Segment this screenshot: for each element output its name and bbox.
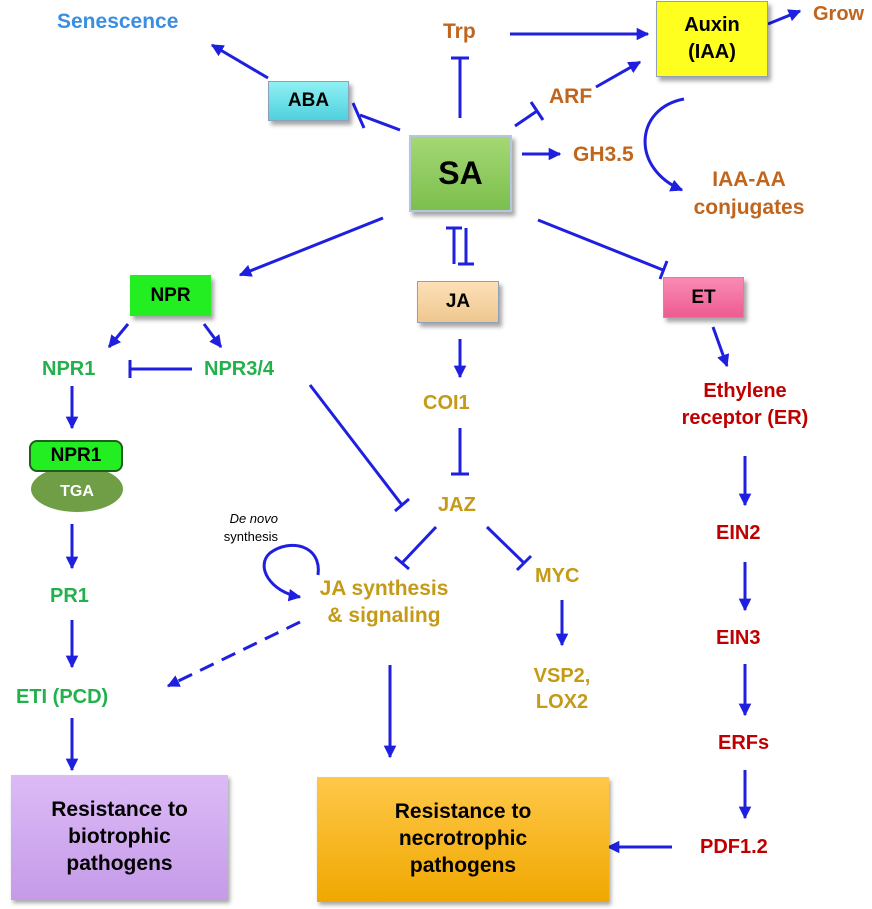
aba-label: ABA xyxy=(287,90,330,111)
npr-box: NPR xyxy=(130,275,211,316)
tga-label: TGA xyxy=(60,483,94,500)
edge-sa-et-inhibit xyxy=(537,218,669,280)
de-novo-line2: synthesis xyxy=(223,528,278,544)
erfs-label: ERFs xyxy=(718,732,770,754)
npr-label: NPR xyxy=(150,284,191,306)
edge-de-novo-loop xyxy=(262,543,320,602)
biotrophic-line1: Resistance to xyxy=(51,798,188,822)
edge-npr34-npr1-inhibit xyxy=(128,360,192,378)
npr1-complex-box: NPR1 xyxy=(29,440,123,472)
growth-label: Grow xyxy=(813,3,865,25)
edge-sa-arf-inhibit xyxy=(514,101,545,128)
iaa-aa-line1: IAA-AA xyxy=(712,168,786,191)
auxin-box: Auxin (IAA) xyxy=(656,1,768,77)
myc-label: MYC xyxy=(535,565,580,587)
edge-sa-npr xyxy=(238,216,384,277)
edge-arf-auxin xyxy=(595,60,642,89)
iaa-aa-line2: conjugates xyxy=(693,195,805,219)
tga-ellipse: TGA xyxy=(31,466,123,512)
sa-label: SA xyxy=(438,155,483,191)
necrotrophic-line1: Resistance to xyxy=(394,800,532,824)
edge-sa-aba-inhibit xyxy=(351,102,401,132)
edge-jaz-jasynth-inhibit xyxy=(394,525,438,571)
et-label: ET xyxy=(691,286,716,308)
edge-aba-senescence xyxy=(210,43,269,80)
edge-npr-npr34 xyxy=(202,323,223,349)
et-box: ET xyxy=(663,277,744,318)
edge-sa-ja-inhibit xyxy=(446,226,462,264)
aba-box: ABA xyxy=(268,81,349,121)
biotrophic-line2: biotrophic xyxy=(68,825,171,849)
vsp2-lox2-label: VSP2, LOX2 xyxy=(517,663,607,715)
edge-sa-trp-inhibit xyxy=(451,56,469,118)
auxin-label-line1: Auxin xyxy=(684,14,740,36)
ja-synthesis-line1: JA synthesis xyxy=(319,577,449,600)
edge-auxin-growth xyxy=(767,9,802,26)
necrotrophic-line3: pathogens xyxy=(409,853,517,877)
ethylene-receptor-label: Ethylene receptor (ER) xyxy=(665,378,825,432)
edge-et-ethylene-receptor xyxy=(711,326,730,368)
ethylene-receptor-line1: Ethylene xyxy=(703,380,787,402)
ja-box: JA xyxy=(417,281,499,323)
eti-label: ETI (PCD) xyxy=(16,686,109,708)
vsp2-line1: VSP2, xyxy=(533,665,591,687)
edge-ja-sa-inhibit xyxy=(458,228,474,266)
ja-label: JA xyxy=(445,291,471,312)
edge-coi1-jaz-inhibit xyxy=(451,428,469,476)
de-novo-label: De novo synthesis xyxy=(188,510,278,545)
npr1-label: NPR1 xyxy=(42,358,96,380)
necrotrophic-line2: necrotrophic xyxy=(398,827,528,851)
edge-auxin-conjugates xyxy=(643,97,685,192)
edge-jaz-myc-inhibit xyxy=(485,525,533,572)
senescence-label: Senescence xyxy=(57,10,179,33)
gh35-label: GH3.5 xyxy=(573,143,634,166)
edge-npr34-jaz-inhibit xyxy=(308,384,410,513)
edge-jasynth-eti-dashed xyxy=(166,620,301,688)
ein2-label: EIN2 xyxy=(716,522,761,544)
trp-label: Trp xyxy=(443,20,476,43)
npr34-label: NPR3/4 xyxy=(204,358,275,380)
jaz-label: JAZ xyxy=(438,494,476,516)
ethylene-receptor-line2: receptor (ER) xyxy=(681,407,809,429)
biotrophic-line3: pathogens xyxy=(66,851,173,875)
de-novo-line1: De novo xyxy=(229,511,278,526)
arf-label: ARF xyxy=(549,85,593,108)
ja-synthesis-line2: & signaling xyxy=(327,604,441,628)
coi1-label: COI1 xyxy=(423,392,470,414)
npr1-tga-complex: TGA NPR1 xyxy=(29,440,125,514)
iaa-aa-conjugates-label: IAA-AA conjugates xyxy=(680,166,818,221)
edge-npr-npr1 xyxy=(107,323,130,348)
biotrophic-resistance-box: Resistance to biotrophic pathogens xyxy=(11,775,228,900)
auxin-label-line2: (IAA) xyxy=(688,41,736,63)
sa-box: SA xyxy=(409,135,512,212)
ein3-label: EIN3 xyxy=(716,627,761,649)
pr1-label: PR1 xyxy=(50,585,89,607)
vsp2-line2: LOX2 xyxy=(535,691,589,713)
pdf12-label: PDF1.2 xyxy=(700,836,768,858)
npr1-complex-label: NPR1 xyxy=(50,445,102,466)
ja-synthesis-label: JA synthesis & signaling xyxy=(305,575,463,630)
necrotrophic-resistance-box: Resistance to necrotrophic pathogens xyxy=(317,777,609,902)
